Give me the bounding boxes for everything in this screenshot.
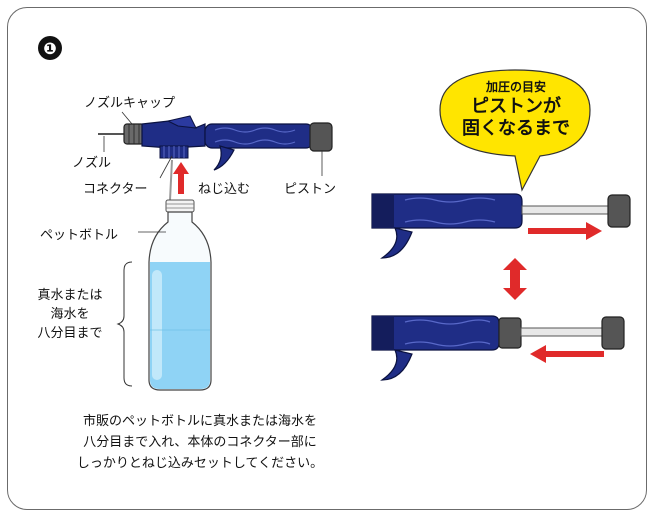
pump-compressed	[371, 315, 625, 381]
step-number-badge: ❶	[38, 36, 62, 60]
bubble-title: ピストンが 固くなるまで	[440, 96, 592, 140]
left-arrow	[530, 345, 546, 363]
label-water-fill: 真水または 海水を 八分目まで	[25, 286, 115, 343]
pump-extended	[371, 193, 631, 259]
label-pet-bottle: ペットボトル	[40, 228, 119, 243]
label-connector: コネクター	[83, 182, 148, 197]
piston-cap	[309, 122, 333, 152]
pump-handle	[204, 123, 314, 149]
pet-bottle	[148, 199, 212, 391]
bubble-title-line-1: ピストンが	[471, 96, 561, 117]
right-arrow	[586, 222, 602, 240]
pump-trigger	[213, 145, 235, 171]
caption-line-2: 八分目まで入れ、本体のコネクター部に	[83, 435, 317, 450]
water-fill-line-3: 八分目まで	[37, 326, 103, 341]
caption-line-3: しっかりとねじ込みセットしてください。	[76, 456, 324, 471]
caption-line-1: 市販のペットボトルに真水または海水を	[82, 414, 317, 429]
label-nozzle-cap: ノズルキャップ	[84, 96, 176, 111]
bubble-subtitle: 加圧の目安	[485, 80, 546, 94]
label-nozzle: ノズル	[72, 156, 112, 171]
instruction-caption: 市販のペットボトルに真水または海水を 八分目まで入れ、本体のコネクター部に しっ…	[30, 411, 370, 474]
speech-bubble	[439, 69, 591, 192]
bubble-title-line-2: 固くなるまで	[462, 118, 570, 139]
water-fill-line-2: 海水を	[50, 307, 90, 322]
label-piston: ピストン	[284, 182, 337, 197]
water	[150, 262, 210, 389]
up-arrow	[173, 162, 189, 174]
label-screw-in: ねじ込む	[198, 182, 251, 197]
up-down-arrow	[503, 258, 527, 300]
water-fill-line-1: 真水または	[37, 288, 103, 303]
